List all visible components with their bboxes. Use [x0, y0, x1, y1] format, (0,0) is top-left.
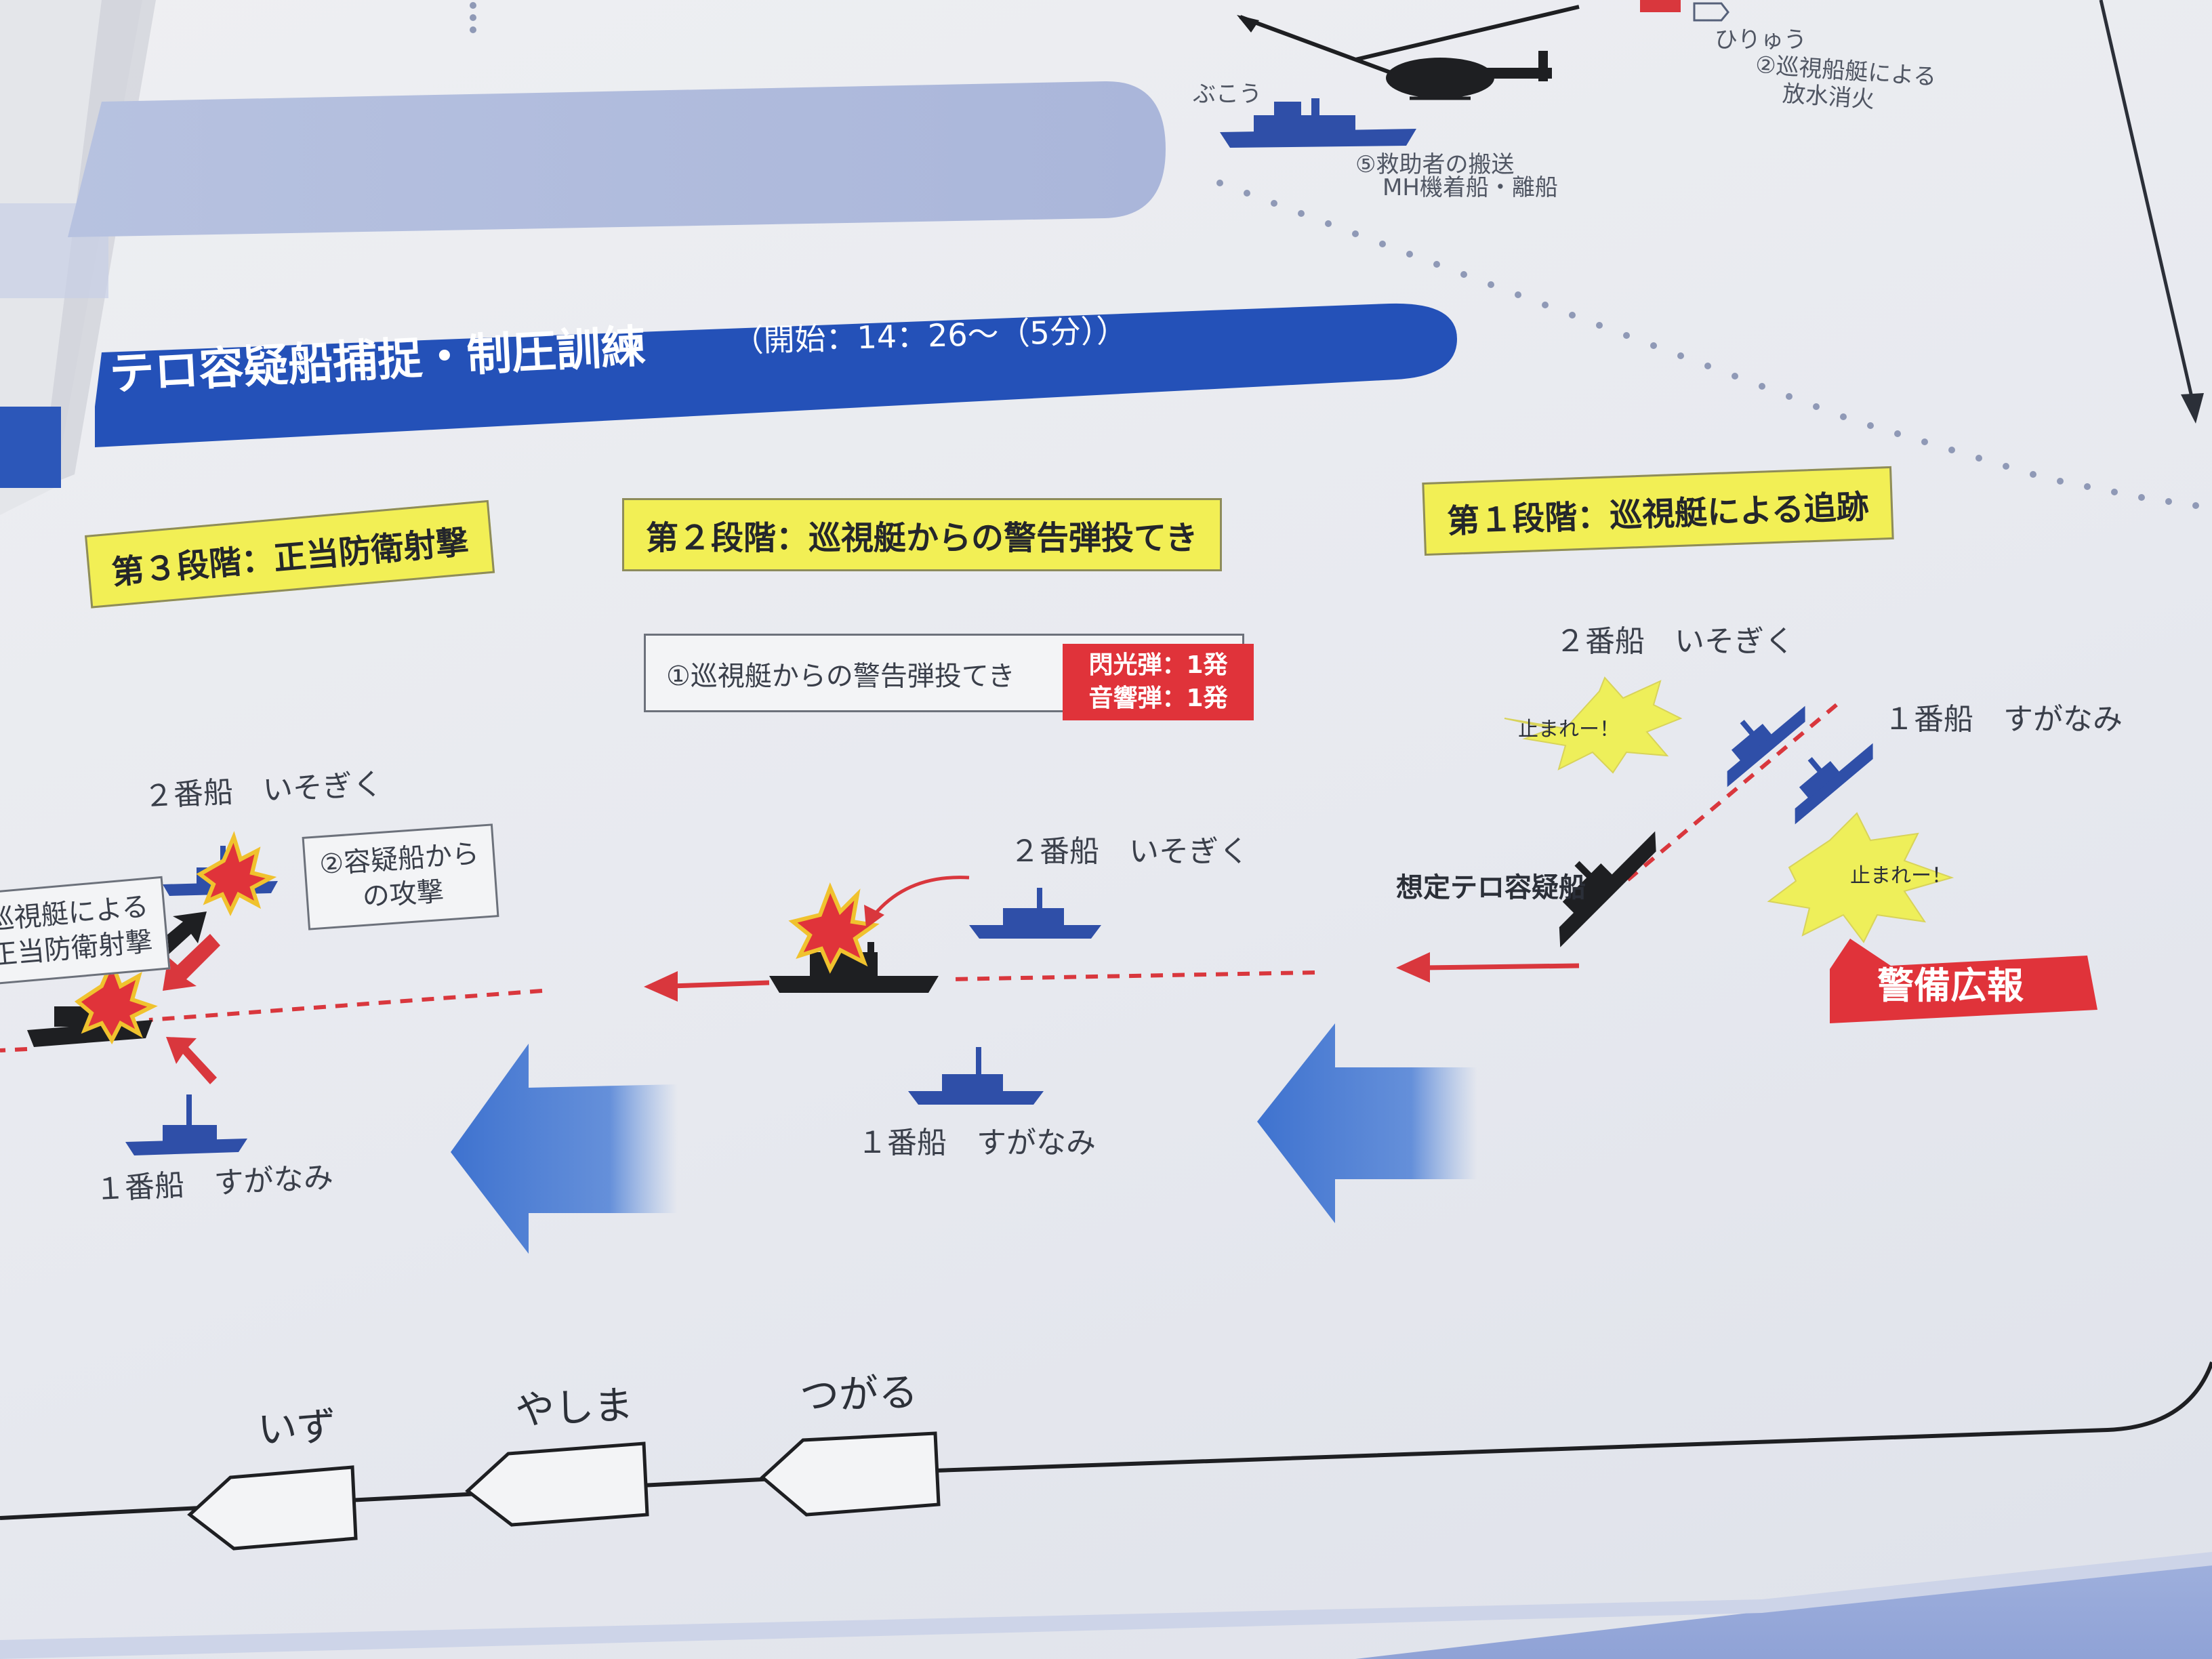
top-dotted-route [1216, 180, 2199, 509]
bukou-ship-icon [1220, 98, 1416, 148]
right-route-arrow [2099, 0, 2204, 424]
fleet-ship-tsugaru-icon [760, 1431, 941, 1517]
stage1-shout-bottom: 止まれー！ [1850, 864, 1952, 888]
fleet-label-tsugaru: つがる [799, 1368, 919, 1420]
top-pale-band [68, 81, 1166, 237]
flow-arrow-right [1257, 1023, 1477, 1223]
note-mh-landing: MH機着船・離船 [1382, 174, 1558, 201]
hiryu-ship-icon [1640, 0, 1729, 22]
flow-arrow-left [451, 1044, 678, 1254]
label-bukou: ぶこう [1193, 81, 1262, 108]
note-rescue-transport: ⑤救助者の搬送 [1355, 151, 1515, 178]
stage3-defense-box: 巡視艇による 正当防衛射撃 [0, 876, 171, 987]
stage1-suspect-label: 想定テロ容疑船 [1396, 872, 1586, 903]
stage2-warning-box: ①巡視艇からの警告弾投てき 閃光弾：1発 音響弾：1発 [644, 634, 1254, 721]
stage3-ship1-fire-arrow [166, 1037, 217, 1084]
page-subtitle: （開始：14：26〜（5分）） [731, 312, 1128, 359]
fleet-ship-yashima-icon [465, 1441, 649, 1527]
stage2-ship2-label: ２番船 いそぎく [1010, 834, 1249, 869]
fleet-label-izu: いず [256, 1403, 337, 1453]
stage2-suspect-ship-icon [769, 942, 939, 993]
stage2-throw-arrowhead [864, 905, 884, 928]
stage1-pursuit-arrow [1396, 952, 1580, 983]
stage3-explosion-ship2-icon [196, 831, 277, 916]
stage2-warning-note: ①巡視艇からの警告弾投てき [666, 661, 1015, 692]
top-dotted-marker [470, 2, 476, 33]
fleet-line [0, 1361, 2212, 1520]
alert-callout [1830, 939, 2097, 1023]
stage1-ship1-label: １番船 すがなみ [1884, 702, 2123, 737]
title-banner [95, 303, 1457, 447]
stage3-explosion-suspect-icon [75, 956, 158, 1045]
stage3-attack-arrow [163, 934, 220, 991]
stage2-flash-round: 閃光弾：1発 [1088, 651, 1228, 679]
label-hiryu: ひりゅう [1715, 26, 1807, 54]
stage2-explosion-icon [788, 882, 880, 974]
stage2-sound-round: 音響弾：1発 [1088, 684, 1228, 712]
note-water-cannon-2: 放水消火 [1781, 80, 1876, 114]
stage1-suspect-ship-icon [1559, 831, 1656, 947]
stage3-route [0, 989, 543, 1052]
stage2-ship2-icon [969, 888, 1101, 939]
shout-burst-top [1504, 676, 1683, 774]
stage2-rounds-badge: 閃光弾：1発 音響弾：1発 [1063, 644, 1254, 721]
stage1-ship2-label: ２番船 いそぎく [1555, 624, 1795, 659]
stage3-attack-box: ②容疑船から の攻撃 [302, 823, 499, 930]
shout-burst-bottom [1767, 812, 1954, 943]
stage1-chase-route [1625, 703, 1838, 883]
stage2-ship1-label: １番船 すがなみ [857, 1126, 1096, 1160]
page-bottom-edge [0, 1552, 2212, 1659]
stage2-route [644, 970, 1315, 1002]
stage1-alert-label: 警備広報 [1877, 964, 2024, 1007]
stage2-ship1-icon [908, 1047, 1044, 1105]
stage2-throw-arrow [873, 876, 970, 916]
stage1-ship2-icon [1727, 705, 1805, 787]
helicopter-icon [1237, 5, 1580, 100]
stage2-header: 第２段階：巡視艇からの警告弾投てき [622, 498, 1222, 571]
fleet-label-yashima: やしま [514, 1381, 634, 1434]
fleet-ship-izu-icon [187, 1465, 358, 1551]
left-blue-tab [0, 407, 61, 488]
stage1-shout-top: 止まれー！ [1518, 718, 1620, 741]
stage3-ship1-icon [125, 1094, 247, 1155]
stage1-ship1-icon [1795, 743, 1873, 825]
